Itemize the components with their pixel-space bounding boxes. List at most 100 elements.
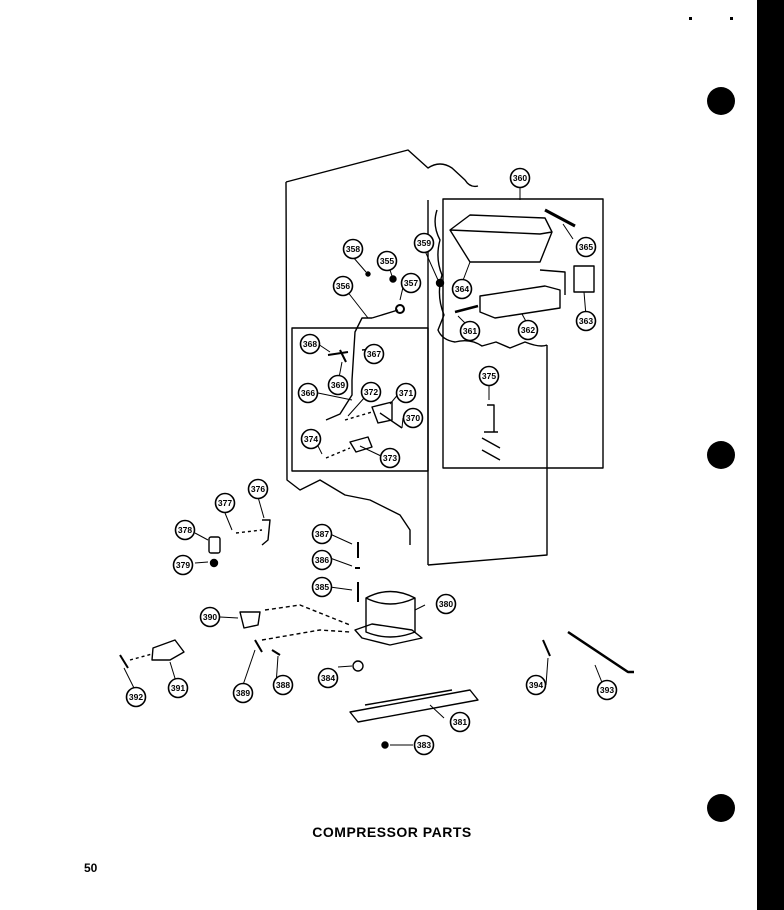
callout-valve-bracket-screw: 374 (300, 428, 322, 450)
callout-bubble (272, 674, 294, 696)
callout-bubble (575, 310, 597, 332)
callout-ground-screw: 377 (214, 492, 236, 514)
callout-bubble (342, 238, 364, 260)
power-cord-shape (567, 630, 634, 674)
callout-label: 391 (171, 683, 185, 693)
callout-bubble (413, 232, 435, 254)
callout-label: 384 (321, 673, 335, 683)
callout-bubble (509, 167, 531, 189)
callout-label: 390 (203, 612, 217, 622)
callout-water-line-clip: 358 (342, 238, 364, 260)
callout-label: 360 (513, 173, 527, 183)
punch-hole-bottom (707, 794, 735, 822)
callout-bubble (317, 667, 339, 689)
valve-bracket-shape (349, 436, 373, 453)
callout-bubble (299, 333, 321, 355)
callout-label: 378 (178, 525, 192, 535)
callout-compressor: 380 (435, 593, 457, 615)
callout-ice-maker-wire-harness: 365 (575, 236, 597, 258)
callout-capacitor: 378 (174, 519, 196, 541)
callout-bubble (232, 682, 254, 704)
callout-bubble (363, 343, 385, 365)
callout-label: 388 (276, 680, 290, 690)
cabinet-wavy-section (434, 209, 548, 349)
callout-terminal-clip: 392 (125, 686, 147, 708)
callout-compressor-mount-grommet: 384 (317, 667, 339, 689)
callout-label: 365 (579, 242, 593, 252)
callout-water-supply-line: 366 (297, 382, 319, 404)
callout-bubble (379, 447, 401, 469)
callout-label: 372 (364, 387, 378, 397)
callout-bubble (311, 549, 333, 571)
callout-label: 368 (303, 339, 317, 349)
callout-label: 362 (521, 325, 535, 335)
callout-bubble (413, 734, 435, 756)
mounting-rail-shape (349, 689, 479, 723)
callout-capacitor-clip: 379 (172, 554, 194, 576)
valve-box (291, 327, 429, 472)
callout-label: 373 (383, 453, 397, 463)
callout-compressor-grommet-sleeve: 387 (311, 523, 333, 545)
callout-ice-maker-fill-tube: 361 (459, 320, 481, 342)
callout-compressor-washer: 386 (311, 549, 333, 571)
callout-bubble (596, 679, 618, 701)
callout-ice-maker-assembly: 360 (509, 167, 531, 189)
ice-storage-bin-shape (449, 214, 553, 263)
callout-tube-clamp-screw: 368 (299, 333, 321, 355)
callout-label: 383 (417, 740, 431, 750)
punch-hole-middle (707, 441, 735, 469)
callout-label: 359 (417, 238, 431, 248)
callout-label: 355 (380, 256, 394, 266)
capacitor-shape (208, 536, 221, 554)
callout-label: 364 (455, 284, 469, 294)
callout-relay-bracket: 390 (199, 606, 221, 628)
callout-bubble (459, 320, 481, 342)
water-line-stub (371, 309, 399, 319)
callout-bubble (125, 686, 147, 708)
binder-edge (757, 0, 784, 910)
callout-label: 371 (399, 388, 413, 398)
callout-ice-storage-bin: 364 (451, 278, 473, 300)
callout-bubble (327, 374, 349, 396)
callout-label: 377 (218, 498, 232, 508)
callout-tube-clamp: 367 (363, 343, 385, 365)
callout-label: 380 (439, 599, 453, 609)
callout-bubble (395, 382, 417, 404)
callout-bubble (311, 523, 333, 545)
callout-label: 369 (331, 380, 345, 390)
water-line-path (325, 317, 372, 421)
cover-plate-shape (573, 265, 595, 293)
callout-label: 389 (236, 688, 250, 698)
callout-bubble (167, 677, 189, 699)
callout-bubble (297, 382, 319, 404)
callout-bubble (360, 381, 382, 403)
callout-valve-bracket: 373 (379, 447, 401, 469)
scan-speck (730, 17, 733, 20)
callout-bubble (478, 365, 500, 387)
callout-fill-tube-grommet: 359 (413, 232, 435, 254)
callout-relay-clip: 388 (272, 674, 294, 696)
wire-harness-shape (544, 208, 576, 228)
callout-overload-protector: 389 (232, 682, 254, 704)
callout-water-valve: 371 (395, 382, 417, 404)
callout-ice-maker-module: 362 (517, 319, 539, 341)
callout-label: 356 (336, 281, 350, 291)
punch-hole-top (707, 87, 735, 115)
callout-label: 392 (129, 692, 143, 702)
solenoid-coil-shape (481, 404, 501, 461)
ground-strap-shape (261, 519, 271, 546)
scan-speck (689, 17, 692, 20)
callout-bubble (451, 278, 473, 300)
compressor-shape (365, 590, 416, 638)
callout-label: 358 (346, 244, 360, 254)
callout-label: 357 (404, 278, 418, 288)
callout-bubble (172, 554, 194, 576)
page-number: 50 (84, 861, 98, 875)
callout-label: 386 (315, 555, 329, 565)
callout-label: 393 (600, 685, 614, 695)
callout-bubble (199, 606, 221, 628)
callout-water-line-tube: 356 (332, 275, 354, 297)
callout-power-cord: 393 (596, 679, 618, 701)
